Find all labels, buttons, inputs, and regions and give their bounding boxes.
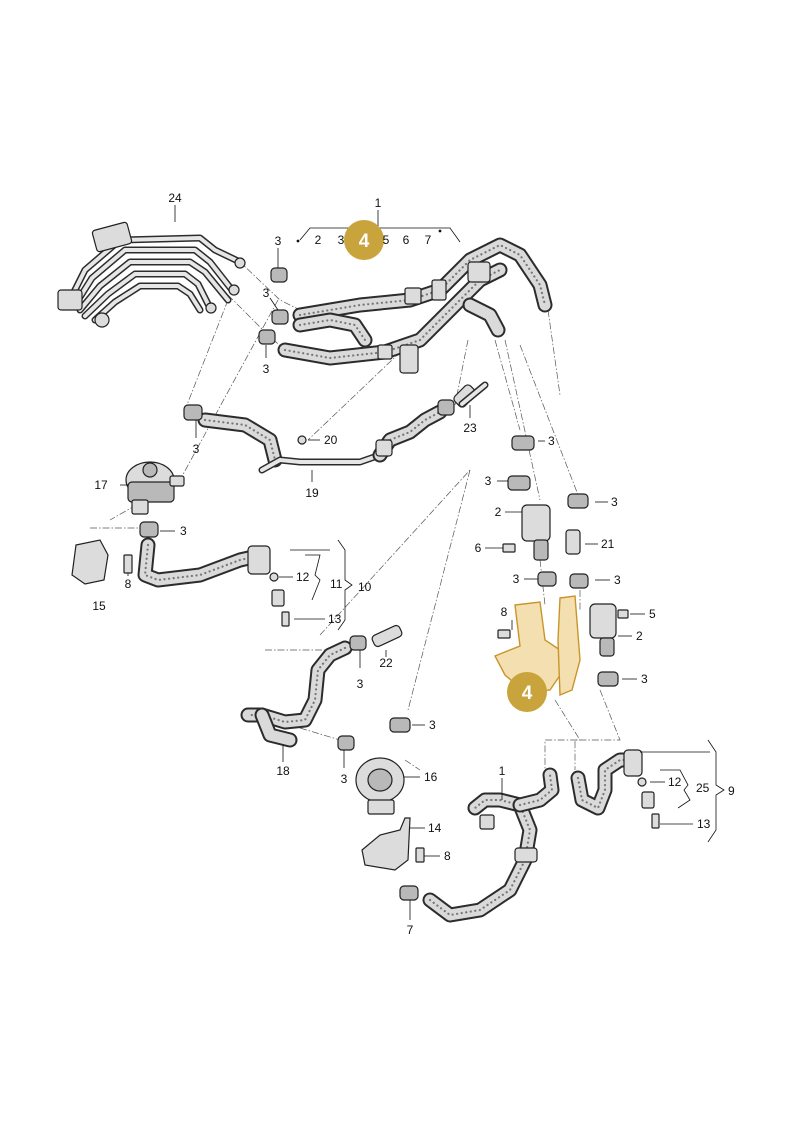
label-3-j: 3 (614, 573, 621, 587)
label-3-l: 3 (357, 677, 364, 691)
label-1-top: 1 (375, 196, 382, 210)
label-3-g: 3 (180, 524, 187, 538)
label-5: 5 (649, 607, 656, 621)
label-3-b: 3 (263, 286, 270, 300)
clamps-top-left (258, 267, 289, 345)
valves-right (502, 435, 629, 687)
label-8-b: 8 (501, 605, 508, 619)
label-top-row-7: 7 (425, 233, 432, 247)
label-10: 10 (358, 580, 372, 594)
lower-right-hoses (422, 749, 660, 923)
label-3-f: 3 (485, 474, 492, 488)
label-18: 18 (276, 764, 290, 778)
label-22: 22 (379, 656, 393, 670)
svg-text:4: 4 (359, 231, 370, 252)
label-3-n: 3 (341, 772, 348, 786)
part-number-labels: 24 1 2 3 5 6 7 3 3 3 3 20 23 3 17 19 3 3… (92, 191, 735, 937)
bracket-15 (71, 539, 133, 585)
label-2-a: 2 (495, 505, 502, 519)
label-21: 21 (601, 537, 615, 551)
label-13-a: 13 (328, 612, 342, 626)
label-3-a: 3 (275, 234, 282, 248)
label-16: 16 (424, 770, 438, 784)
label-6: 6 (475, 541, 482, 555)
label-3-m: 3 (429, 718, 436, 732)
label-20: 20 (324, 433, 338, 447)
label-8-a: 8 (125, 577, 132, 591)
label-23: 23 (463, 421, 477, 435)
middle-hose-19 (183, 381, 489, 474)
label-top-row-5: 5 (383, 233, 390, 247)
heat-exchanger-24 (57, 221, 246, 328)
bracket-4-highlighted (494, 595, 581, 697)
label-25: 25 (696, 781, 710, 795)
label-3-c: 3 (263, 362, 270, 376)
leader-lines (120, 205, 725, 920)
label-12-b: 12 (668, 775, 682, 789)
label-11: 11 (330, 577, 343, 591)
label-3-h: 3 (611, 495, 618, 509)
highlight-badge-bracket: 4 (507, 672, 547, 712)
label-top-row-2: 2 (315, 233, 322, 247)
label-1-bottom: 1 (499, 764, 506, 778)
upper-hose-assembly-1 (277, 237, 553, 374)
label-top-row-3: 3 (338, 233, 345, 247)
label-13-b: 13 (697, 817, 711, 831)
pump-17 (125, 461, 185, 515)
label-8-c: 8 (444, 849, 451, 863)
label-24: 24 (168, 191, 182, 205)
label-19: 19 (305, 486, 319, 500)
pump-16 (355, 717, 425, 901)
label-3-d: 3 (193, 442, 200, 456)
lower-left-hose-18 (240, 624, 403, 751)
label-17: 17 (94, 478, 108, 492)
label-12-a: 12 (296, 570, 310, 584)
label-3-i: 3 (513, 572, 520, 586)
label-14: 14 (428, 821, 442, 835)
label-7: 7 (407, 923, 414, 937)
highlight-badge-top: 4 (344, 220, 384, 260)
label-top-row-6: 6 (403, 233, 410, 247)
label-3-k: 3 (641, 672, 648, 686)
label-15: 15 (92, 599, 106, 613)
label-2-b: 2 (636, 629, 643, 643)
label-3-e: 3 (548, 434, 555, 448)
left-hose-10 (137, 521, 290, 627)
label-9: 9 (728, 784, 735, 798)
svg-text:4: 4 (522, 683, 533, 704)
